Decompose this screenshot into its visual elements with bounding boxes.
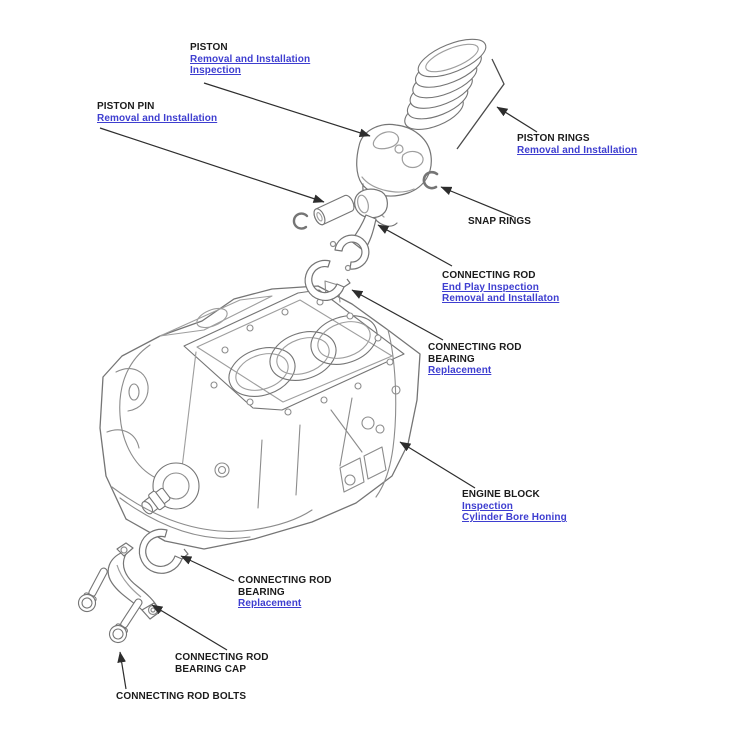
link-connecting-rod-removal-installation[interactable]: Removal and Installaton — [442, 293, 560, 305]
link-piston-rings-removal-installation[interactable]: Removal and Installation — [517, 144, 638, 156]
leader-rod-bolts — [117, 651, 127, 690]
label-connecting-rod-title: CONNECTING ROD — [442, 270, 536, 281]
label-rod-bearing-upper: CONNECTING ROD BEARING Replacement — [428, 342, 522, 377]
link-rod-bearing-lower-replacement[interactable]: Replacement — [238, 598, 302, 610]
link-piston-inspection[interactable]: Inspection — [190, 65, 242, 77]
rod-bolt-1 — [77, 567, 108, 613]
label-piston-rings: PISTON RINGS Removal and Installation — [517, 133, 637, 156]
leader-snap-rings — [440, 186, 515, 218]
label-rod-bolts: CONNECTING ROD BOLTS — [116, 691, 246, 703]
piston-rings-drawing — [404, 38, 487, 130]
rod-bolt-2 — [108, 598, 143, 644]
label-engine-block: ENGINE BLOCK Inspection Cylinder Bore Ho… — [462, 489, 567, 524]
leader-bearing-cap — [151, 604, 228, 651]
leader-connecting-rod — [377, 224, 453, 267]
leader-piston — [203, 82, 371, 138]
label-piston-rings-title: PISTON RINGS — [517, 133, 590, 144]
snap-ring-left — [292, 212, 309, 230]
link-piston-pin-removal-installation[interactable]: Removal and Installation — [97, 112, 218, 124]
piston-rings-bracket — [456, 58, 505, 150]
label-snap-rings-title: SNAP RINGS — [468, 216, 532, 227]
leader-engine-block — [399, 441, 476, 489]
piston-pin-drawing — [313, 194, 355, 226]
label-rod-bearing-lower-title: CONNECTING ROD BEARING — [238, 575, 332, 598]
label-connecting-rod: CONNECTING ROD End Play Inspection Remov… — [442, 270, 559, 305]
leader-piston-pin — [99, 127, 325, 203]
link-engine-block-cylinder-bore-honing[interactable]: Cylinder Bore Honing — [462, 512, 567, 524]
label-rod-bolts-title: CONNECTING ROD BOLTS — [116, 691, 247, 702]
snap-ring-right — [422, 170, 439, 190]
link-piston-removal-installation[interactable]: Removal and Installation — [190, 53, 311, 65]
connecting-rod-drawing — [329, 188, 388, 272]
label-bearing-cap: CONNECTING ROD BEARING CAP — [175, 652, 269, 675]
engine-block-drawing — [99, 280, 421, 550]
link-engine-block-inspection[interactable]: Inspection — [462, 500, 514, 512]
label-rod-bearing-lower: CONNECTING ROD BEARING Replacement — [238, 575, 332, 610]
label-piston-title: PISTON — [190, 42, 228, 53]
label-snap-rings: SNAP RINGS — [468, 216, 531, 228]
label-piston: PISTON Removal and Installation Inspecti… — [190, 42, 310, 77]
label-rod-bearing-upper-title: CONNECTING ROD BEARING — [428, 342, 522, 365]
label-piston-pin: PISTON PIN Removal and Installation — [97, 101, 217, 124]
leader-piston-rings — [496, 106, 538, 133]
link-rod-bearing-upper-replacement[interactable]: Replacement — [428, 365, 492, 377]
link-connecting-rod-end-play-inspection[interactable]: End Play Inspection — [442, 281, 539, 293]
label-bearing-cap-title: CONNECTING ROD BEARING CAP — [175, 652, 269, 675]
leader-rod-bearing-lower — [180, 555, 235, 582]
label-engine-block-title: ENGINE BLOCK — [462, 489, 540, 500]
leader-rod-bearing-upper — [351, 289, 444, 341]
rod-bearing-upper-drawing — [304, 259, 351, 301]
label-piston-pin-title: PISTON PIN — [97, 101, 155, 112]
